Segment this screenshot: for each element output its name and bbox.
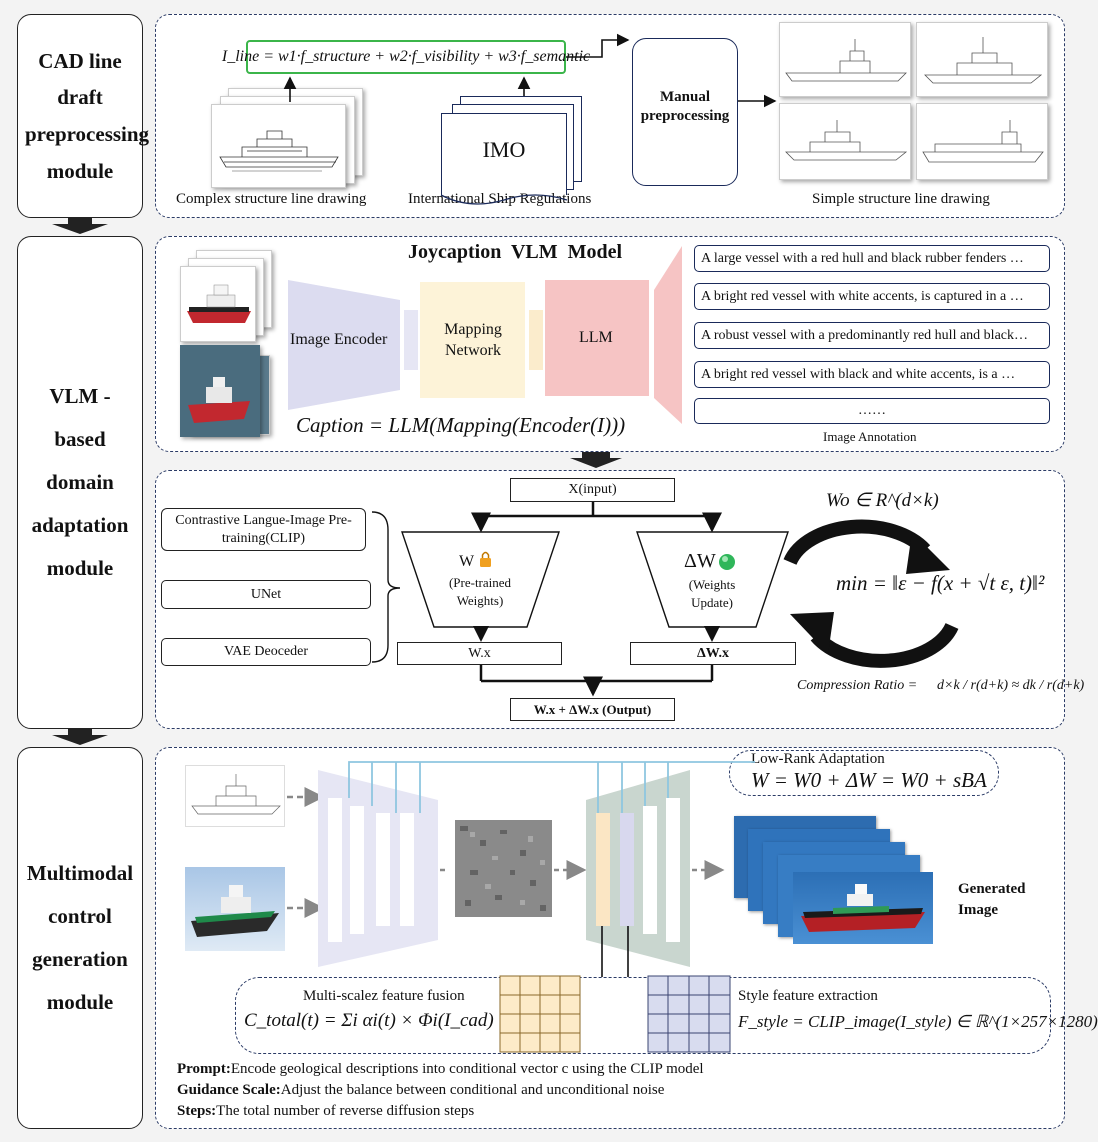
simple-drawing-1 <box>779 22 911 97</box>
caption-2: A bright red vessel with white accents, … <box>694 283 1050 310</box>
dw-sub: (Weights Update) <box>688 577 736 610</box>
guidance-key: Guidance Scale: <box>177 1082 281 1098</box>
steps-line: Steps:The total number of reverse diffus… <box>177 1103 474 1120</box>
clip-box: Contrastive Langue-Image Pre-training(CL… <box>161 508 366 551</box>
dw-label: ΔW <box>684 550 716 572</box>
cad-input-image <box>185 765 285 827</box>
input-box: X(input) <box>510 478 675 502</box>
imo-doc-1: IMO <box>441 113 567 195</box>
generated-image <box>793 872 933 944</box>
caption-1: A large vessel with a red hull and black… <box>694 245 1050 272</box>
w-label: W <box>459 553 475 570</box>
caption-formula: Caption = LLM(Mapping(Encoder(I))) <box>296 413 626 437</box>
module-vlm: VLM -based domain adaptation module <box>17 236 143 729</box>
caption-3: A robust vessel with a predominantly red… <box>694 322 1050 349</box>
steps-key: Steps: <box>177 1103 217 1119</box>
style-input-ship <box>191 885 279 937</box>
wx-label: W.x <box>468 645 491 661</box>
module-vlm-label: VLM -based domain adaptation module <box>31 383 129 581</box>
line-formula-box: I_line = w1·f_structure + w2·f_visibilit… <box>222 40 590 74</box>
manual-preprocessing-box: Manual preprocessing <box>632 38 738 186</box>
image-encoder-label: Image Encoder <box>290 331 388 348</box>
complex-drawing-stack-1 <box>211 104 346 188</box>
simple-ship-4 <box>922 120 1044 163</box>
llm-label: LLM <box>579 329 613 346</box>
unet-box: UNet <box>161 580 371 609</box>
prompt-key: Prompt: <box>177 1061 231 1077</box>
steps-text: The total number of reverse diffusion st… <box>216 1103 475 1119</box>
vae-label: VAE Deoceder <box>223 644 309 659</box>
mapping-network-label: Mapping Network <box>444 321 502 359</box>
simple-drawing-label: Simple structure line drawing <box>812 191 990 207</box>
w-sub: (Pre-trained Weights) <box>448 575 512 608</box>
dwx-label: ΔW.x <box>697 645 729 661</box>
simple-drawing-3 <box>779 103 911 180</box>
dwx-box: ΔW.x <box>630 642 796 665</box>
vlm-input-image-1 <box>180 266 256 342</box>
style-input-image <box>185 867 285 951</box>
prompt-text: Encode geological descriptions into cond… <box>230 1061 704 1077</box>
style-formula: F_style = CLIP_image(I_style) ∈ ℝ^(1×257… <box>738 1012 1098 1031</box>
vae-box: VAE Deoceder <box>161 638 371 666</box>
fusion-formula: C_total(t) = Σi αi(t) × Φi(I_cad) <box>244 1010 494 1031</box>
cad-input-ship <box>191 774 281 815</box>
lora-callout <box>729 750 999 796</box>
lora-title: Low-Rank Adaptation <box>751 751 885 767</box>
guidance-text: Adjust the balance between conditional a… <box>280 1082 665 1098</box>
module-multimodal: Multimodal control generation module <box>17 747 143 1129</box>
regulations-label: International Ship Regulations <box>408 191 592 207</box>
manual-label: Manual preprocessing <box>640 88 730 125</box>
simple-ship-1 <box>785 39 907 82</box>
vlm-title: Joycaption VLM Model <box>408 241 623 263</box>
module-cad: CAD line draft preprocessing module <box>17 14 150 218</box>
red-tug-render <box>187 284 251 323</box>
wx-box: W.x <box>397 642 562 665</box>
red-tug-photo <box>188 377 250 423</box>
line-formula: I_line = w1·f_structure + w2·f_visibilit… <box>221 48 591 65</box>
lora-formula: W = W0 + ΔW = W0 + sBA <box>751 768 987 792</box>
simple-ship-3 <box>785 120 908 161</box>
output-box: W.x + ΔW.x (Output) <box>510 698 675 721</box>
fusion-callout <box>235 977 1051 1054</box>
wo-formula: Wo ∈ R^(d×k) <box>826 490 939 511</box>
input-label: X(input) <box>568 482 617 497</box>
simple-drawing-4 <box>916 103 1048 180</box>
simple-drawing-2 <box>916 22 1048 97</box>
compression-label: Compression Ratio = <box>797 678 918 693</box>
loss-formula: min = ‖ε − f(x + √t ε, t)‖² <box>836 571 1045 595</box>
style-title: Style feature extraction <box>738 988 878 1004</box>
prompt-line: Prompt:Encode geological descriptions in… <box>177 1061 704 1078</box>
vlm-input-image-2 <box>180 345 260 437</box>
unet-label: UNet <box>250 586 282 602</box>
module-cad-label: CAD line draft preprocessing module <box>25 48 150 183</box>
image-annotation-label: Image Annotation <box>823 429 917 444</box>
output-label: W.x + ΔW.x (Output) <box>533 701 652 717</box>
generated-ship <box>801 884 925 932</box>
caption-5: …… <box>694 398 1050 424</box>
clip-label: Contrastive Langue-Image Pre-training(CL… <box>175 513 352 546</box>
module-multimodal-label: Multimodal control generation module <box>26 860 134 1015</box>
generated-label: Generated Image <box>958 881 1026 918</box>
complex-ship-drawing <box>219 130 339 172</box>
simple-ship-2 <box>924 37 1043 84</box>
guidance-line: Guidance Scale:Adjust the balance betwee… <box>177 1082 664 1099</box>
complex-drawing-label: Complex structure line drawing <box>176 191 367 207</box>
fusion-title: Multi-scalez feature fusion <box>303 988 465 1004</box>
imo-label: IMO <box>482 136 526 162</box>
compression-formula: d×k / r(d+k) ≈ dk / r(d+k) <box>937 678 1085 693</box>
caption-4: A bright red vessel with black and white… <box>694 361 1050 388</box>
